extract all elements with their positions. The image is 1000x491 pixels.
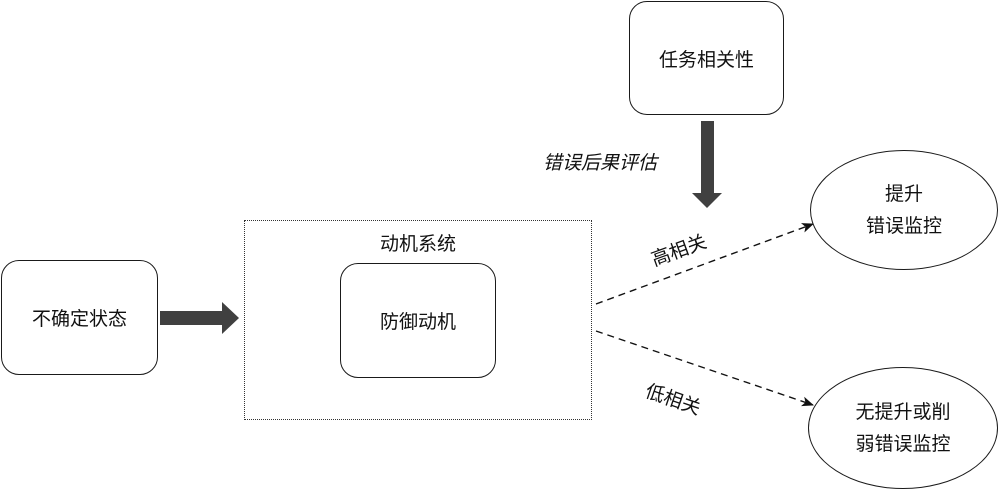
task-relevance-label: 任务相关性 <box>658 48 754 71</box>
no-enhance-monitoring-node: 无提升或削 弱错误监控 <box>808 367 998 489</box>
motivation-system-title: 动机系统 <box>379 233 456 255</box>
task-relevance-node: 任务相关性 <box>629 1 784 115</box>
defensive-motivation-label: 防御动机 <box>379 311 456 333</box>
no-enhance-monitoring-line-2: 弱错误监控 <box>855 433 951 455</box>
motivation-system-container: 动机系统 <box>244 220 592 420</box>
enhance-monitoring-node: 提升 错误监控 <box>810 150 998 270</box>
thick-arrow-down <box>692 121 722 208</box>
defensive-motivation-node: 防御动机 <box>340 263 496 378</box>
dashed-arrow-high <box>595 223 814 305</box>
uncertain-state-label: 不确定状态 <box>31 308 127 330</box>
enhance-monitoring-line-1: 提升 <box>884 183 923 205</box>
dashed-arrow-low <box>595 330 814 407</box>
enhance-monitoring-line-2: 错误监控 <box>865 215 942 237</box>
thick-arrow-right <box>160 302 239 334</box>
no-enhance-monitoring-line-1: 无提升或削 <box>855 401 951 423</box>
error-consequence-eval-label: 错误后果评估 <box>543 152 658 174</box>
uncertain-state-node: 不确定状态 <box>1 260 158 375</box>
